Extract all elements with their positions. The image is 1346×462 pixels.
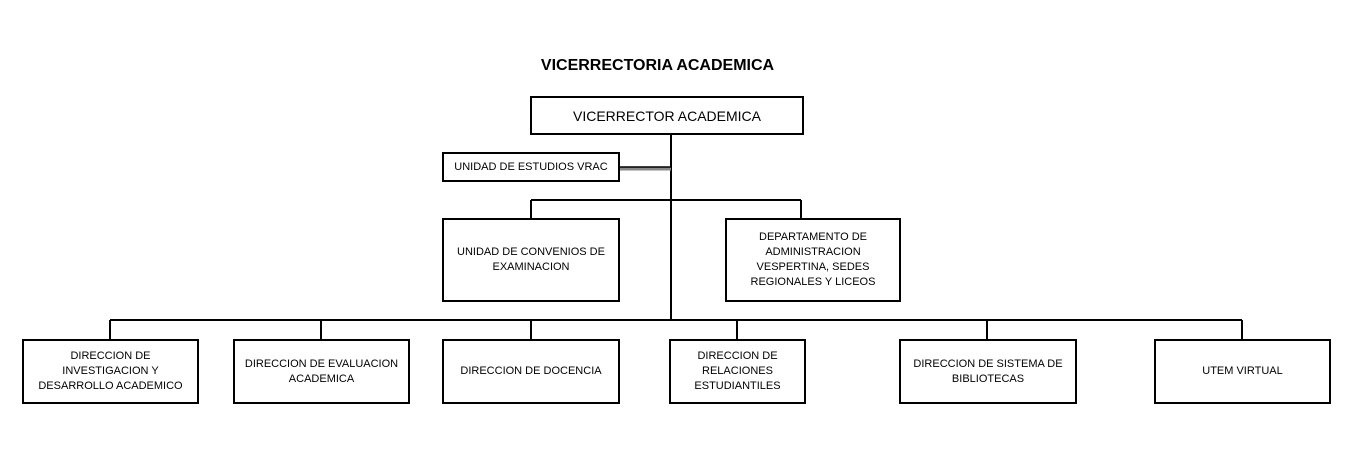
node-direccion-docencia: DIRECCION DE DOCENCIA: [442, 339, 620, 404]
node-direccion-investigacion: DIRECCION DE INVESTIGACION Y DESARROLLO …: [22, 339, 199, 404]
node-direccion-bibliotecas-label: DIRECCION DE SISTEMA DE BIBLIOTECAS: [913, 357, 1063, 385]
diagram-title: VICERRECTORIA ACADEMICA: [540, 57, 775, 74]
node-direccion-relaciones: DIRECCION DE RELACIONES ESTUDIANTILES: [669, 339, 806, 404]
node-depto-administracion: DEPARTAMENTO DE ADMINISTRACION VESPERTIN…: [725, 218, 901, 302]
node-utem-virtual: UTEM VIRTUAL: [1154, 339, 1331, 404]
node-depto-administracion-label: DEPARTAMENTO DE ADMINISTRACION VESPERTIN…: [750, 231, 876, 288]
node-direccion-investigacion-label: DIRECCION DE INVESTIGACION Y DESARROLLO …: [38, 350, 183, 392]
node-direccion-docencia-label: DIRECCION DE DOCENCIA: [460, 365, 602, 377]
node-vicerrector: VICERRECTOR ACADEMICA: [530, 96, 804, 135]
node-unidad-convenios: UNIDAD DE CONVENIOS DE EXAMINACION: [442, 218, 620, 302]
node-unidad-estudios-label: UNIDAD DE ESTUDIOS VRAC: [454, 160, 608, 173]
node-unidad-convenios-label: UNIDAD DE CONVENIOS DE EXAMINACION: [457, 246, 605, 273]
node-unidad-estudios: UNIDAD DE ESTUDIOS VRAC: [442, 152, 620, 182]
node-direccion-evaluacion: DIRECCION DE EVALUACION ACADEMICA: [233, 339, 410, 404]
node-direccion-evaluacion-label: DIRECCION DE EVALUACION ACADEMICA: [244, 357, 399, 385]
node-direccion-bibliotecas: DIRECCION DE SISTEMA DE BIBLIOTECAS: [899, 339, 1077, 404]
node-utem-virtual-label: UTEM VIRTUAL: [1202, 365, 1283, 377]
node-direccion-relaciones-label: DIRECCION DE RELACIONES ESTUDIANTILES: [694, 350, 781, 392]
node-vicerrector-label: VICERRECTOR ACADEMICA: [573, 107, 761, 124]
